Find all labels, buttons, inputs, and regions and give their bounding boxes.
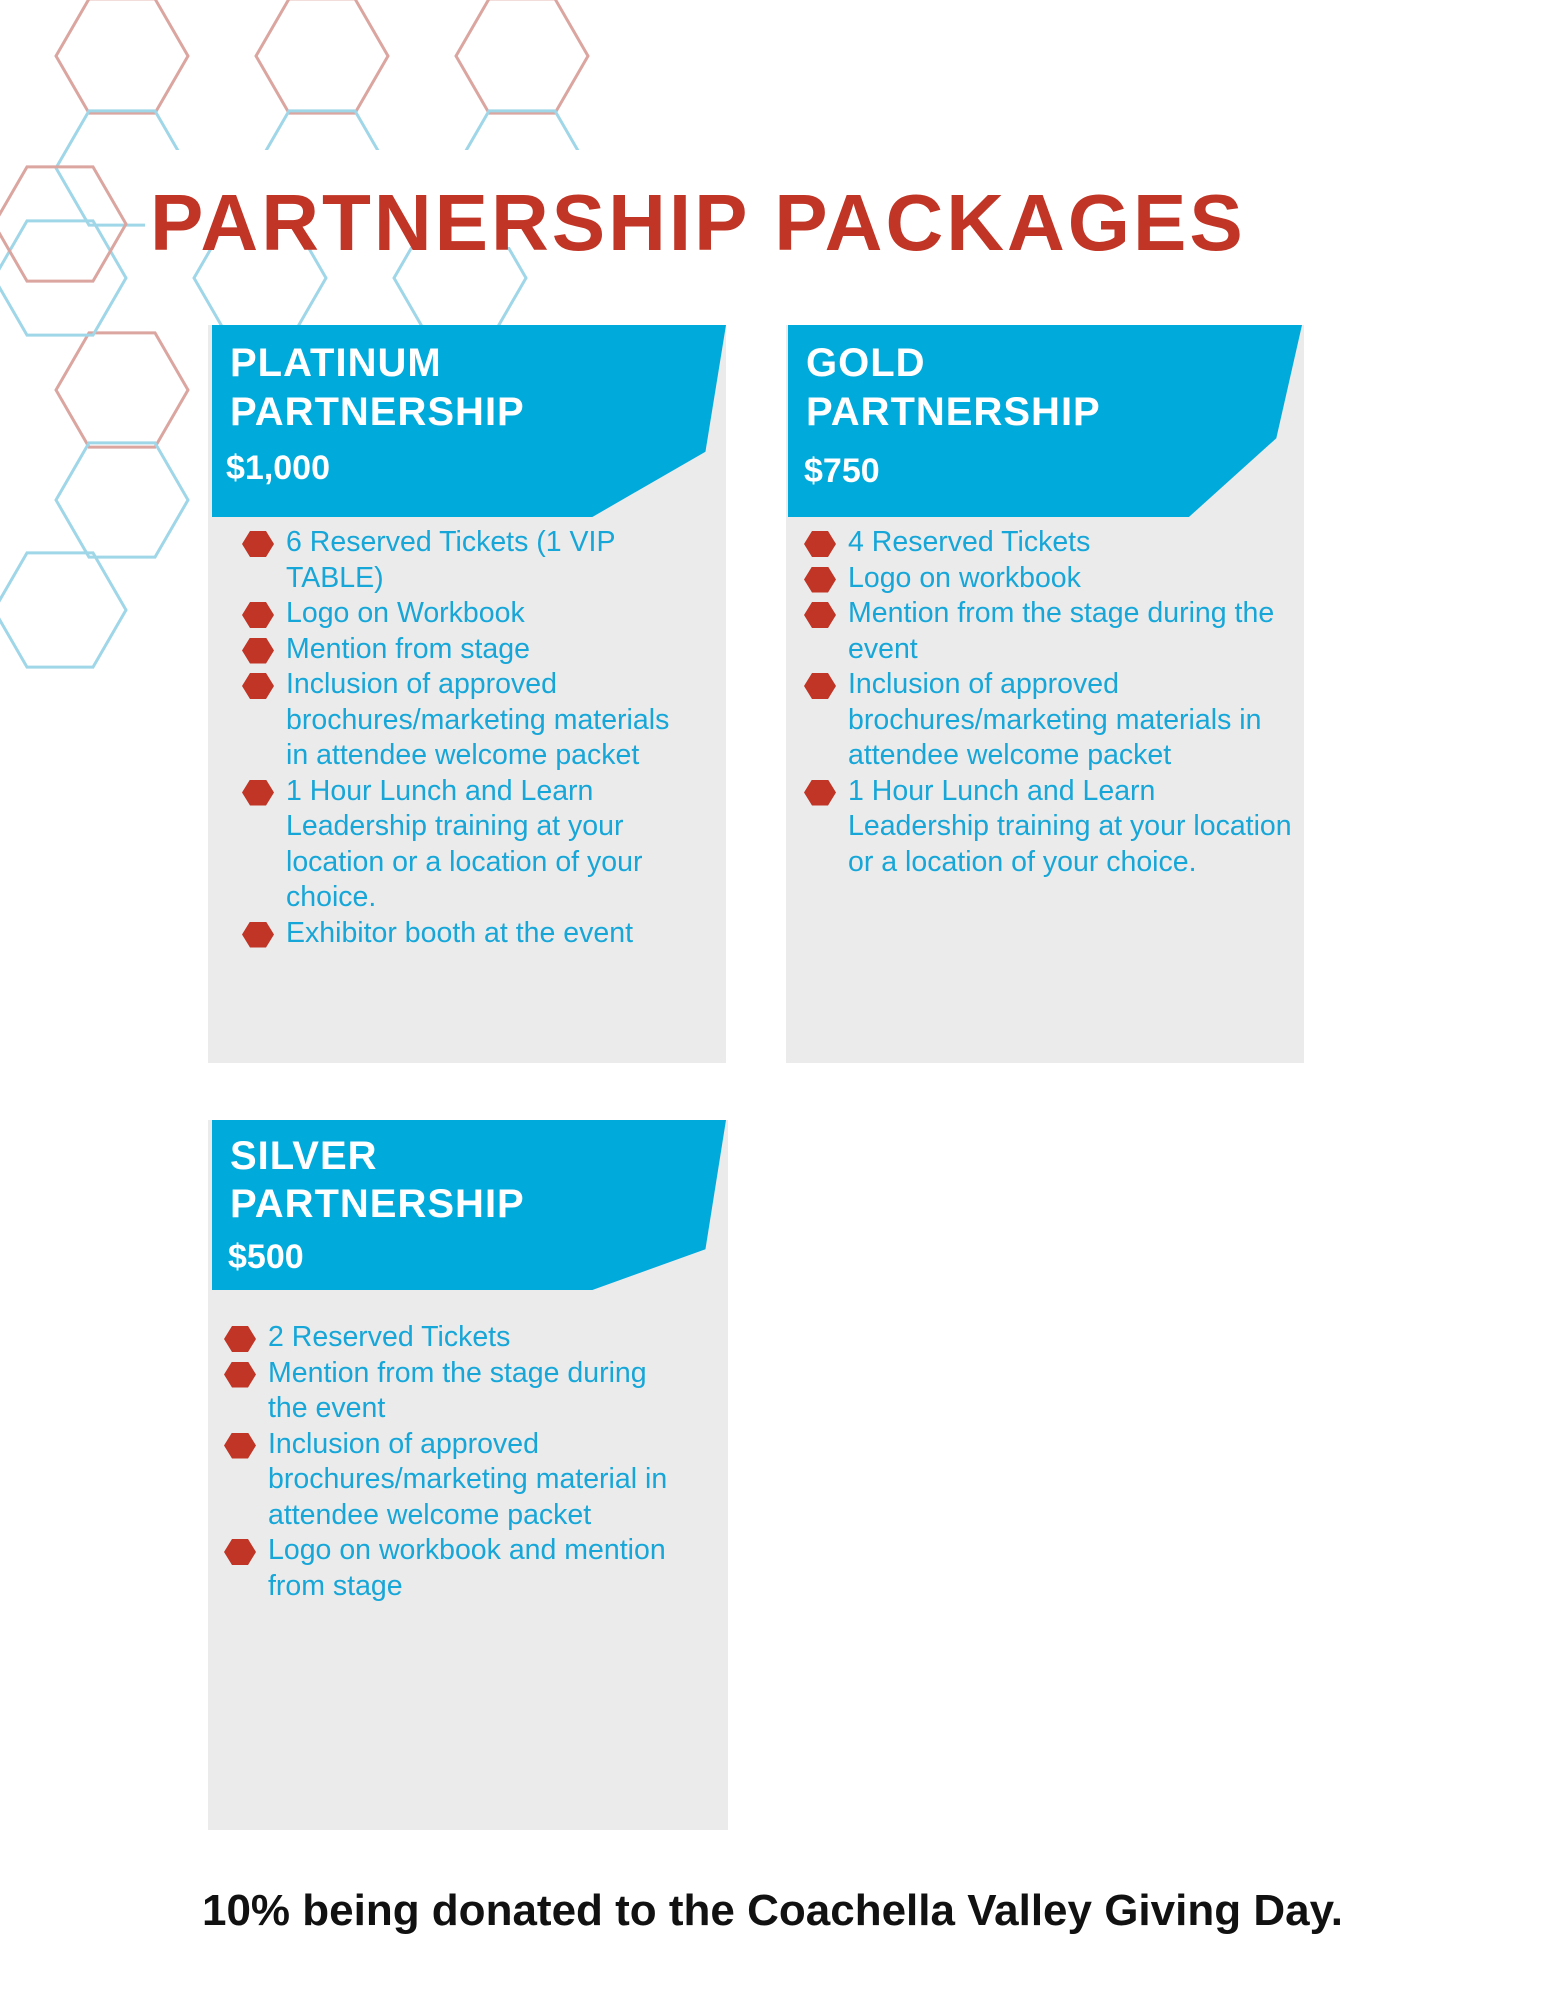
decorative-hexagon [454,0,590,115]
benefit-item: 4 Reserved Tickets [804,525,1304,561]
donation-note: 10% being donated to the Coachella Valle… [201,1886,1344,1935]
title-band [145,150,785,247]
benefit-text: Inclusion of approved brochures/marketin… [268,1427,668,1531]
benefit-text: 1 Hour Lunch and Learn Leadership traini… [848,774,1292,878]
hexagon-bullet-icon [224,1361,256,1388]
gold-package-card: GOLD PARTNERSHIP $750 4 Reserved Tickets… [786,325,1304,1063]
silver-title-line2: PARTNERSHIP [230,1182,525,1226]
benefit-item: 1 Hour Lunch and Learn Leadership traini… [804,774,1304,881]
decorative-hexagon [54,331,190,449]
benefit-item: Exhibitor booth at the event [242,916,682,952]
platinum-price: $1,000 [226,449,330,487]
hexagon-bullet-icon [242,921,274,948]
hexagon-bullet-icon [224,1432,256,1459]
page-title: PARTNERSHIP PACKAGES [150,178,1246,267]
decorative-hexagon [254,0,390,115]
benefit-text: 2 Reserved Tickets [268,1321,511,1353]
hexagon-bullet-icon [242,779,274,806]
hexagon-bullet-icon [242,602,274,628]
decorative-hexagon [54,441,190,559]
benefit-text: Mention from the stage during the event [268,1356,647,1425]
benefit-item: Mention from the stage during the event [804,596,1304,667]
decorative-hexagon [0,219,128,337]
hexagon-bullet-icon [804,566,836,593]
benefit-item: Mention from the stage during the event [224,1356,694,1427]
benefit-item: Inclusion of approved brochures/marketin… [224,1427,694,1534]
benefit-text: 1 Hour Lunch and Learn Leadership traini… [286,774,643,914]
hexagon-bullet-icon [224,1326,256,1352]
decorative-hexagon [54,0,190,115]
gold-title-line2: PARTNERSHIP [806,390,1101,434]
benefit-text: Inclusion of approved brochures/marketin… [286,668,670,771]
silver-price: $500 [228,1238,304,1276]
decorative-hexagon [0,551,128,669]
benefit-item: Mention from stage [242,632,682,668]
benefit-text: Mention from the stage during the event [848,597,1275,665]
hexagon-bullet-icon [224,1539,256,1565]
hexagon-bullet-icon [804,602,836,628]
hexagon-bullet-icon [242,673,274,699]
platinum-benefits-list: 6 Reserved Tickets (1 VIP TABLE)Logo on … [242,525,682,951]
benefit-item: 6 Reserved Tickets (1 VIP TABLE) [242,525,682,596]
gold-header: GOLD PARTNERSHIP $750 [788,325,1302,517]
platinum-header: PLATINUM PARTNERSHIP $1,000 [212,325,726,517]
benefit-text: Inclusion of approved brochures/marketin… [848,668,1262,771]
platinum-package-card: PLATINUM PARTNERSHIP $1,000 6 Reserved T… [208,325,726,1063]
hexagon-bullet-icon [804,779,836,806]
gold-price: $750 [804,452,880,490]
hexagon-bullet-icon [804,673,836,699]
silver-header: SILVER PARTNERSHIP $500 [212,1120,726,1290]
hexagon-bullet-icon [242,637,274,664]
benefit-item: Inclusion of approved brochures/marketin… [804,667,1304,774]
decorative-hexagon [0,165,128,283]
benefit-item: Logo on Workbook [242,596,682,632]
benefit-text: Mention from stage [286,632,530,665]
hexagon-bullet-icon [804,531,836,557]
benefit-text: Logo on Workbook [286,597,525,629]
silver-package-card: SILVER PARTNERSHIP $500 2 Reserved Ticke… [208,1120,728,1830]
benefit-text: 6 Reserved Tickets (1 VIP TABLE) [286,526,615,594]
platinum-title-line1: PLATINUM [230,341,442,385]
benefit-item: Logo on workbook [804,561,1304,597]
benefit-text: Logo on workbook [848,561,1081,594]
benefit-item: 1 Hour Lunch and Learn Leadership traini… [242,774,682,916]
benefit-text: Logo on workbook and mention from stage [268,1534,666,1602]
benefit-item: Inclusion of approved brochures/marketin… [242,667,682,774]
silver-title-line1: SILVER [230,1134,378,1178]
benefit-item: 2 Reserved Tickets [224,1320,694,1356]
benefit-text: Exhibitor booth at the event [286,916,633,949]
hexagon-bullet-icon [242,531,274,557]
benefit-item: Logo on workbook and mention from stage [224,1533,694,1604]
platinum-title-line2: PARTNERSHIP [230,390,525,434]
benefit-text: 4 Reserved Tickets [848,526,1091,558]
gold-title-line1: GOLD [806,341,926,385]
